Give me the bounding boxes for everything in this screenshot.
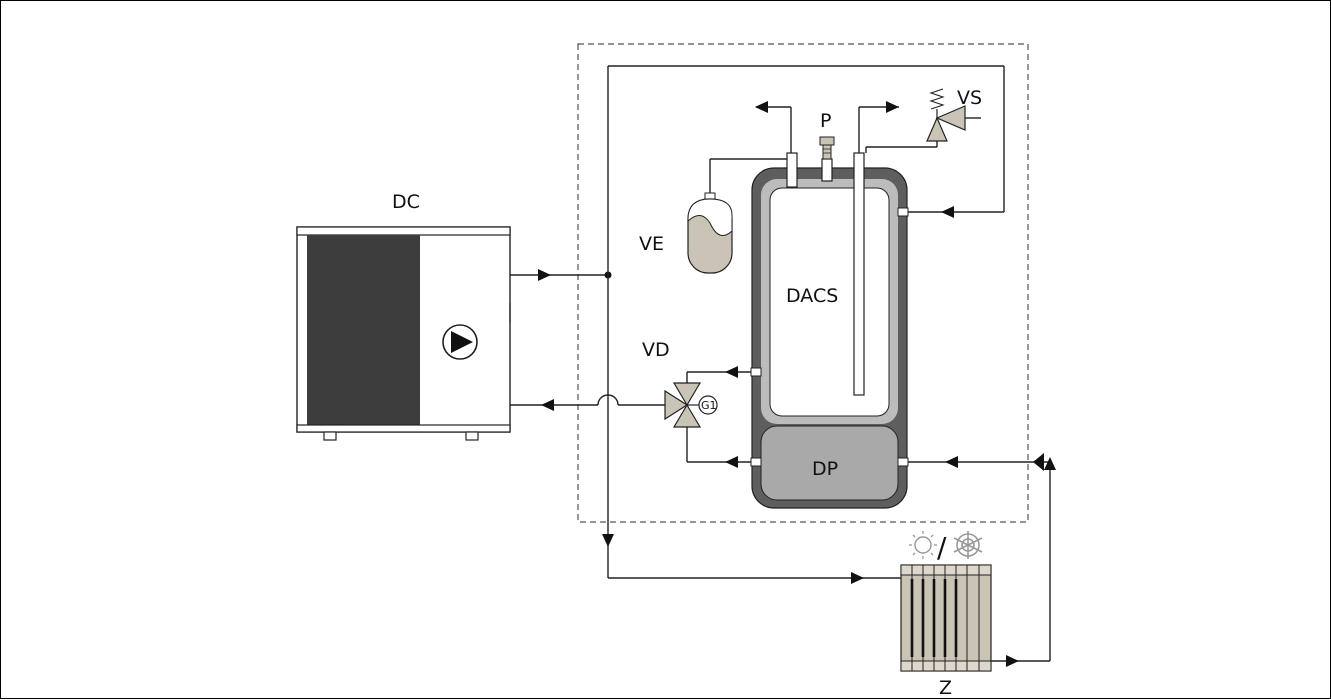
safety-valve-icon	[926, 88, 966, 142]
sun-icon	[909, 531, 937, 559]
radiator-icon	[900, 564, 992, 672]
pipework	[510, 65, 1056, 667]
dhw-tank-label: DACS	[786, 285, 838, 307]
heat-pump-unit	[296, 226, 511, 441]
valve-signal-label: G1	[701, 399, 717, 412]
safety-valve-label: VS	[957, 87, 982, 109]
expansion-vessel-icon	[687, 192, 733, 274]
snowflake-icon	[953, 531, 983, 559]
circulator-pump-icon	[442, 324, 478, 360]
pressure-sensor-label: P	[820, 110, 831, 132]
heat-pump-label: DC	[392, 191, 420, 213]
expansion-vessel-label: VE	[639, 233, 664, 255]
buffer-tank-label: DP	[812, 458, 838, 480]
diverter-valve-icon	[664, 382, 718, 428]
pressure-sensor-icon	[819, 136, 835, 160]
storage-tank	[750, 152, 909, 509]
zone-label: Z	[939, 677, 952, 699]
diverter-valve-label: VD	[642, 339, 670, 361]
system-boundary	[577, 43, 1029, 523]
hot-cold-separator: /	[937, 531, 947, 564]
